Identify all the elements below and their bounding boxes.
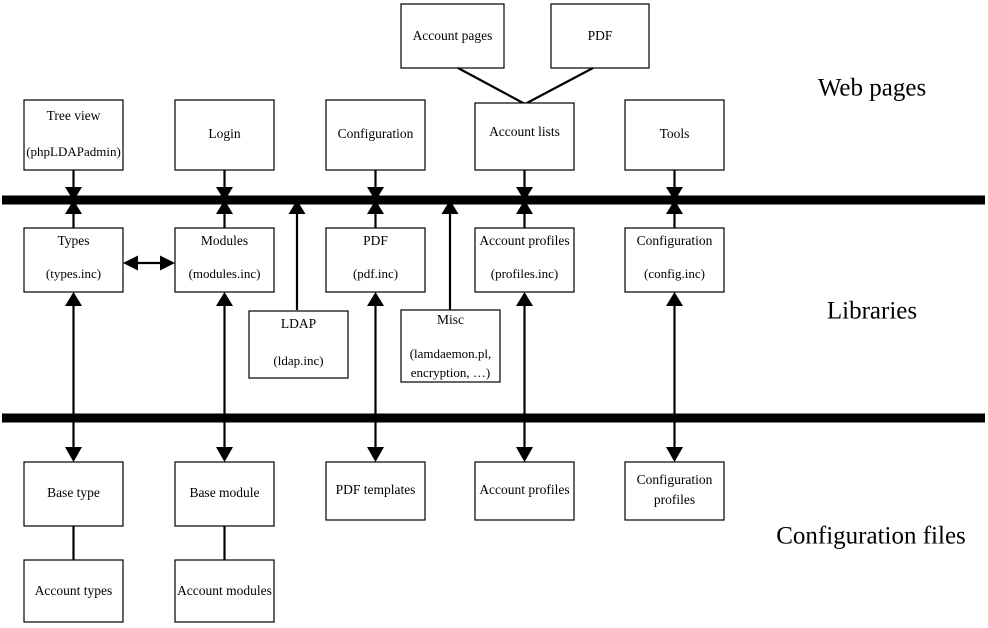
node-misc-lib-sublabel-2: encryption, …) (411, 365, 490, 380)
node-configuration-profiles-file-sublabel: profiles (654, 492, 695, 507)
node-profiles-lib-label: Account profiles (479, 233, 569, 248)
node-ldap-lib: LDAP (ldap.inc) (248, 310, 349, 379)
node-ldap-lib-sublabel: (ldap.inc) (273, 353, 323, 368)
node-pdf-lib-label: PDF (363, 233, 388, 248)
node-modules-lib-label: Modules (201, 233, 248, 248)
node-types-lib-sublabel: (types.inc) (46, 266, 101, 281)
node-modules-lib: Modules (modules.inc) (174, 227, 275, 293)
node-base-module-label: Base module (189, 485, 259, 500)
node-base-module: Base module (174, 461, 275, 527)
node-types-lib-label: Types (57, 233, 89, 248)
node-login-label: Login (208, 126, 240, 141)
node-configuration-profiles-file-label: Configuration (637, 472, 713, 487)
node-tree-view: Tree view (phpLDAPadmin) (23, 99, 124, 171)
edges-bus2-to-config-files (65, 447, 683, 462)
node-pdf-lib-sublabel: (pdf.inc) (353, 266, 398, 281)
edges-libraries-to-bus1 (65, 200, 683, 228)
node-tree-view-sublabel: (phpLDAPadmin) (26, 144, 121, 159)
node-account-profiles-file-label: Account profiles (479, 482, 569, 497)
edge-types-modules-bidirectional (123, 255, 175, 271)
edge-account-pages-to-account-lists (457, 67, 526, 105)
node-configuration-profiles-file: Configuration profiles (624, 461, 725, 521)
node-modules-lib-sublabel: (modules.inc) (189, 266, 261, 281)
node-base-type-label: Base type (47, 485, 100, 500)
node-profiles-lib-sublabel: (profiles.inc) (491, 266, 559, 281)
edge-pdf-source-to-account-lists (524, 67, 594, 105)
section-label-libraries: Libraries (827, 298, 917, 325)
node-pdf-templates: PDF templates (325, 461, 426, 521)
node-misc-lib-label: Misc (437, 312, 464, 327)
node-account-pages: Account pages (400, 3, 505, 69)
node-account-types-file-label: Account types (35, 583, 113, 598)
node-misc-lib: Misc (lamdaemon.pl, encryption, …) (400, 309, 501, 383)
node-account-types-file: Account types (23, 559, 124, 623)
node-tools: Tools (624, 99, 725, 171)
edges-webpages-to-bus1 (65, 170, 683, 201)
section-label-web-pages: Web pages (818, 75, 926, 102)
edge-misc-to-bus1 (441, 200, 459, 310)
node-config-lib: Configuration (config.inc) (624, 227, 725, 293)
node-pdf-source-label: PDF (588, 28, 613, 43)
node-config-lib-sublabel: (config.inc) (644, 266, 705, 281)
node-pdf-lib: PDF (pdf.inc) (325, 227, 426, 293)
node-tree-view-label: Tree view (47, 108, 101, 123)
node-profiles-lib: Account profiles (profiles.inc) (474, 227, 575, 293)
node-types-lib: Types (types.inc) (23, 227, 124, 293)
node-account-lists-label: Account lists (489, 124, 560, 139)
node-misc-lib-sublabel-1: (lamdaemon.pl, (410, 346, 492, 361)
node-tools-label: Tools (660, 126, 690, 141)
node-base-type: Base type (23, 461, 124, 527)
section-label-configuration-files: Configuration files (776, 523, 966, 550)
node-ldap-lib-label: LDAP (281, 316, 316, 331)
node-configuration-page-label: Configuration (338, 126, 414, 141)
node-pdf-templates-label: PDF templates (336, 482, 416, 497)
node-login: Login (174, 99, 275, 171)
node-account-modules-file-label: Account modules (177, 583, 272, 598)
node-account-pages-label: Account pages (413, 28, 493, 43)
node-configuration-page: Configuration (325, 99, 426, 171)
edge-ldap-to-bus1 (288, 200, 306, 310)
node-account-modules-file: Account modules (174, 559, 275, 623)
node-account-lists: Account lists (474, 102, 575, 171)
node-pdf-source: PDF (550, 3, 650, 69)
node-config-lib-label: Configuration (637, 233, 713, 248)
node-account-profiles-file: Account profiles (474, 461, 575, 521)
edges-bus2-to-libraries (65, 292, 683, 455)
